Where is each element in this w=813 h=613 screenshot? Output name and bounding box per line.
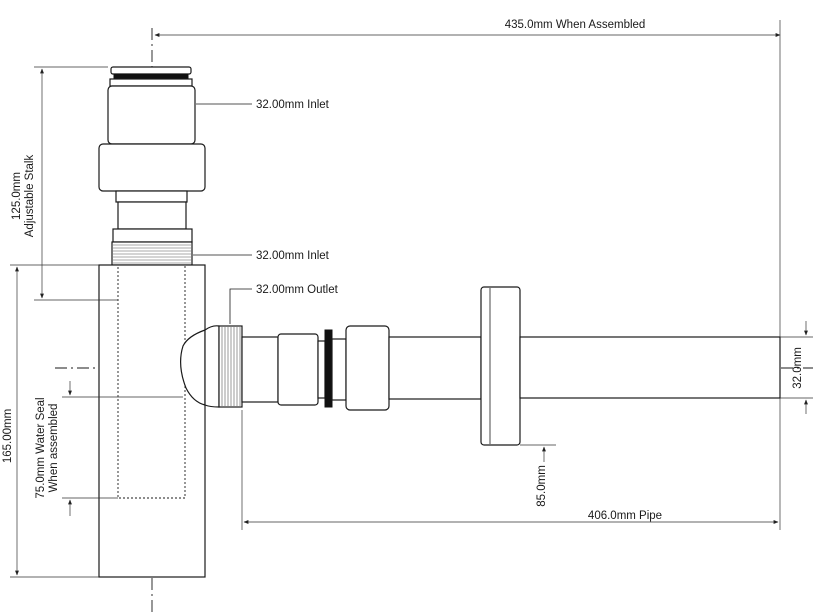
wall-pipe: [519, 336, 781, 399]
stalk-collar: [115, 190, 188, 203]
compression-nut: [345, 325, 390, 411]
trap-body: [98, 264, 206, 578]
pipe-diameter-label: 32.0mm: [792, 347, 804, 389]
body-height-dimension: [10, 264, 99, 578]
olive-seal: [324, 329, 333, 408]
connector-neck: [317, 340, 326, 399]
flange-offset-dimension: [520, 444, 556, 462]
wall-flange: [480, 286, 521, 446]
outlet-pipe-section: [241, 336, 279, 403]
pipe-length-dimension: [241, 398, 781, 530]
outlet-leader: [229, 288, 252, 324]
stalk-lower-ring: [112, 228, 193, 243]
overall-length-dimension: [154, 20, 781, 337]
internal-dip-tube: [117, 264, 186, 499]
water-seal-text-label: When assembled: [48, 404, 60, 493]
inlet-top-label: 32.00mm Inlet: [256, 99, 330, 111]
outlet-thread: [218, 325, 243, 408]
top-inlet-cap: [109, 66, 193, 87]
stalk-text-label: Adjustable Stalk: [24, 155, 36, 238]
stalk-nut: [98, 143, 206, 192]
wall-pipe-inner: [388, 336, 482, 400]
pipe-length-label: 406.0mm Pipe: [588, 510, 662, 522]
water-seal-dimension: [62, 381, 183, 516]
outlet-label: 32.00mm Outlet: [256, 284, 339, 296]
stalk-value-label: 125.0mm: [11, 172, 23, 220]
flange-offset-label: 85.0mm: [536, 465, 548, 507]
inlet-lower-label: 32.00mm Inlet: [256, 250, 330, 262]
top-inlet-body: [107, 85, 196, 145]
outlet-spigot: [180, 329, 206, 406]
adjustable-stalk-tube: [117, 201, 187, 230]
pipe-diameter-dimension: [780, 321, 813, 414]
water-seal-value-label: 75.0mm Water Seal: [35, 397, 47, 498]
body-height-label: 165.00mm: [2, 409, 14, 463]
pipe-connector: [277, 333, 319, 406]
stalk-dimension: [34, 66, 118, 301]
stalk-thread: [111, 241, 193, 266]
overall-length-label: 435.0mm When Assembled: [505, 19, 646, 31]
